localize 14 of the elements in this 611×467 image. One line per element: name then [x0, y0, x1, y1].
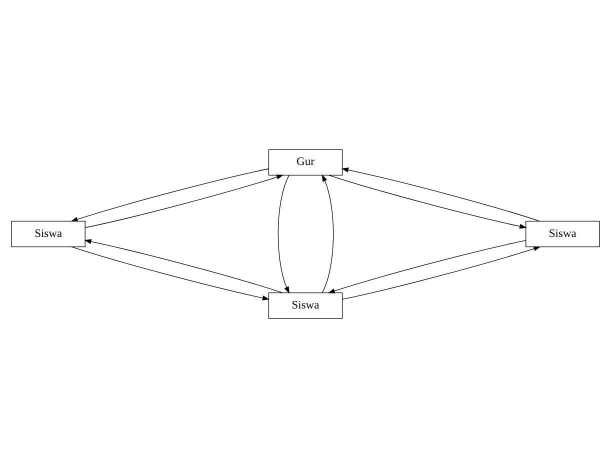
node-box: Siswa [268, 292, 343, 318]
arrow [341, 167, 540, 221]
arrow [328, 174, 527, 228]
arrow [328, 240, 526, 293]
node-box: Gur [268, 148, 343, 175]
node-box: Siswa [11, 220, 86, 247]
arrow [342, 246, 541, 300]
arrow [84, 174, 284, 228]
node-box: Siswa [526, 220, 600, 247]
arrow [84, 238, 283, 293]
arrow [71, 246, 270, 300]
arrow [70, 168, 269, 222]
arrow [278, 174, 290, 294]
arrow [322, 174, 334, 293]
